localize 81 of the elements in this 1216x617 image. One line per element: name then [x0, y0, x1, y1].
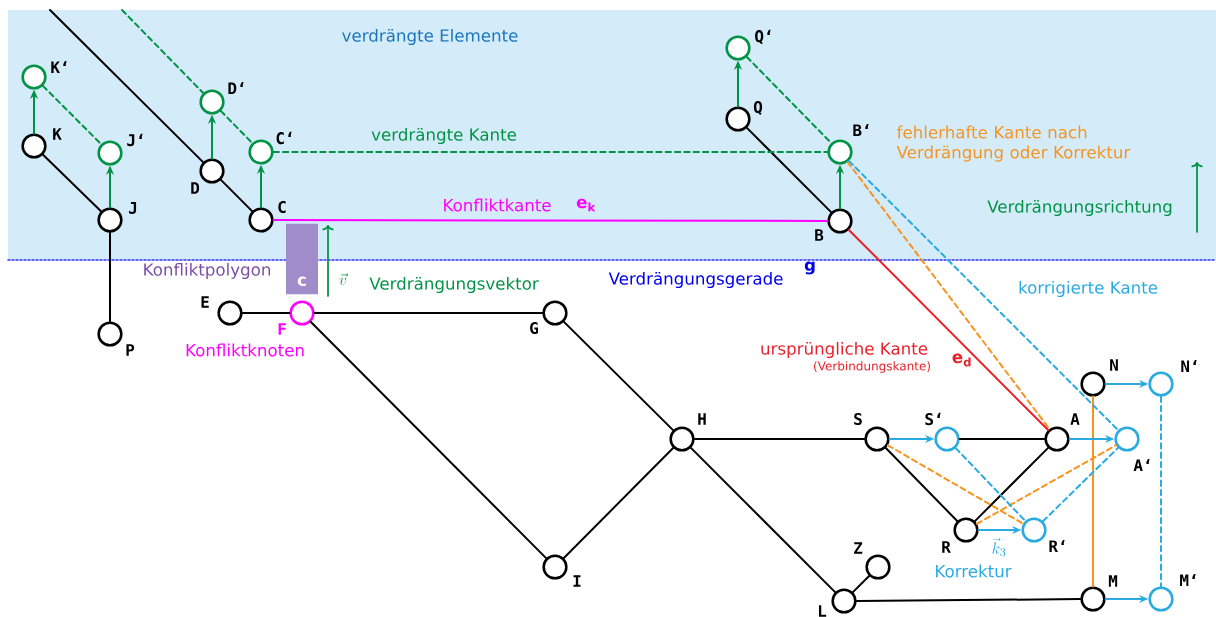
- conflict-polygon: c: [286, 223, 318, 295]
- node-caption: Konfliktpolygon: [144, 262, 270, 280]
- line-symbol: g: [804, 261, 815, 275]
- connector-line: [219, 110, 254, 144]
- connector-line: [1160, 395, 1162, 588]
- node-letter: R‘: [1049, 539, 1065, 553]
- vector-symbol: $\vec{v}$: [339, 273, 349, 285]
- node-letter: J‘: [127, 133, 143, 147]
- node-letter: D: [191, 182, 200, 194]
- node-caption: Konfliktknoten: [186, 343, 304, 357]
- connector-line: [847, 228, 1050, 432]
- connector-line: [954, 447, 1027, 522]
- node-letter: F: [278, 323, 286, 335]
- vector-symbol: $\vec{k}_3$: [992, 538, 1006, 557]
- connector-line: [689, 446, 837, 594]
- connector-line: [42, 153, 102, 213]
- connector-line: [109, 231, 111, 323]
- node-letter: E: [201, 296, 209, 308]
- node-letter: H: [698, 413, 706, 425]
- connector-line: [976, 444, 1118, 525]
- connector-line: [272, 219, 829, 222]
- vector-label: Verdrängungsvektor: [369, 276, 539, 294]
- edge-label: Konfliktkante: [441, 197, 553, 213]
- node-letter: P: [126, 344, 135, 356]
- line-label: Verdrängungsgerade: [608, 271, 783, 289]
- connector-line: [973, 446, 1050, 523]
- node-letter: M: [1108, 575, 1118, 587]
- node-letter: B‘: [853, 123, 869, 137]
- connector-line: [884, 447, 959, 522]
- node-letter: Q‘: [755, 29, 771, 45]
- node-letter: B: [815, 229, 824, 241]
- connector-line: [846, 161, 1051, 430]
- connector-line: [309, 320, 548, 560]
- connector-line: [41, 84, 103, 146]
- node-letter: Z: [854, 542, 863, 554]
- connector-line: [886, 444, 1025, 525]
- connector-line: [313, 312, 544, 314]
- connector-line: [241, 312, 291, 314]
- node-letter: K‘: [51, 60, 67, 74]
- node-letter: K: [53, 128, 62, 140]
- node-letter: N: [1110, 359, 1118, 371]
- connector-line: [219, 178, 254, 213]
- node-letter: Q: [753, 100, 763, 116]
- connector-line: [1092, 395, 1094, 588]
- node-letter: G: [530, 321, 538, 335]
- area-label: verdrängte Elemente: [342, 28, 518, 46]
- direction-label: Verdrängungsrichtung: [987, 199, 1172, 217]
- connector-line: [562, 320, 675, 432]
- connector-line: [562, 446, 675, 560]
- vector-label: Korrektur: [936, 564, 1012, 578]
- node-letter: A‘: [1133, 458, 1150, 472]
- node-letter: M‘: [1180, 573, 1196, 587]
- edge-caption: ursprüngliche Kante: [761, 341, 928, 359]
- node-letter: A: [1070, 413, 1080, 425]
- node-letter: J: [129, 202, 137, 214]
- node-letter: I: [573, 575, 581, 587]
- edge-type-label: verdrängte Kante: [371, 127, 516, 145]
- node-letter: R: [942, 541, 951, 553]
- connector-line: [49, 9, 205, 164]
- edge-type-label: korrigierte Kante: [1019, 280, 1158, 298]
- connector-line: [847, 159, 1120, 432]
- edge-symbol: e$_{k}$: [576, 198, 596, 212]
- node-letter: N‘: [1181, 359, 1197, 373]
- connector-line: [745, 126, 833, 214]
- node-letter: D‘: [228, 81, 244, 95]
- connector-line: [958, 438, 1046, 440]
- node-letter: L: [818, 605, 827, 617]
- connector-line: [272, 151, 829, 153]
- node-letter: C‘: [276, 131, 292, 145]
- connector-line: [745, 56, 833, 144]
- connector-line: [1042, 446, 1119, 523]
- node-letter: S‘: [925, 412, 941, 426]
- connector-line: [693, 438, 866, 440]
- node-letter: S: [854, 412, 862, 426]
- edge-symbol: e$_{d}$: [952, 353, 971, 367]
- node-letter: C: [278, 200, 286, 214]
- connector-line: [855, 598, 1082, 602]
- edge-note: (Verbindungskante): [814, 361, 930, 373]
- connector-line: [851, 574, 871, 594]
- edge-type-label: fehlerhafte Kante nach Verdrängung oder Korrektur: [896, 125, 1131, 162]
- connector-line: [121, 9, 205, 94]
